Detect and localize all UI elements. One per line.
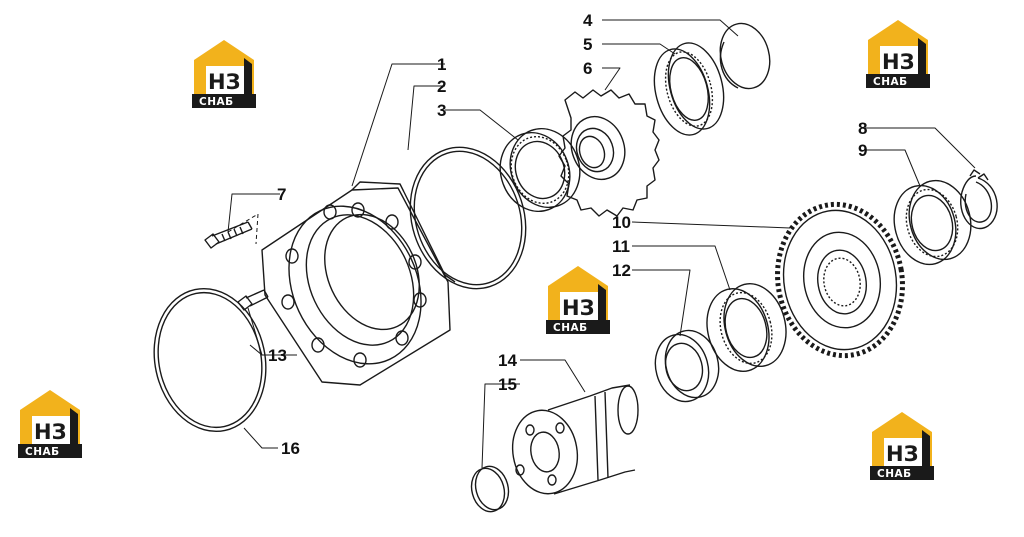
- nz-snab-logo-icon: НЗ СНАБ: [870, 412, 934, 480]
- callout-12: 12: [612, 261, 631, 280]
- logo-text: СНАБ: [877, 468, 912, 480]
- watermark-logo-2: НЗ СНАБ: [864, 18, 940, 90]
- logo-letters: НЗ: [882, 50, 915, 74]
- part-large-gear: [775, 201, 905, 359]
- leader-lines: [227, 19, 976, 469]
- logo-text: СНАБ: [199, 96, 234, 108]
- watermark-logo-1: НЗ СНАБ: [190, 38, 266, 110]
- callout-labels: 1 2 3 4 5 6 7 8 9 10 11 12 13 14 15 16: [268, 11, 867, 458]
- part-bearing-3: [499, 127, 581, 213]
- callout-8: 8: [858, 119, 867, 138]
- part-bolt-short: [237, 289, 269, 311]
- callout-10: 10: [612, 213, 631, 232]
- logo-text: СНАБ: [25, 446, 60, 458]
- part-o-ring-medium: [409, 146, 527, 290]
- nz-snab-logo-icon: НЗ СНАБ: [866, 20, 930, 88]
- callout-3: 3: [437, 101, 446, 120]
- logo-letters: НЗ: [562, 296, 595, 320]
- part-housing-flange: [261, 181, 456, 386]
- part-small-ring: [470, 465, 510, 513]
- part-gear-hub: [558, 89, 660, 217]
- callout-4: 4: [583, 11, 593, 30]
- logo-letters: НЗ: [208, 70, 241, 94]
- nz-snab-logo-icon: НЗ СНАБ: [546, 266, 610, 334]
- callout-6: 6: [583, 59, 592, 78]
- part-cap: [719, 22, 771, 90]
- callout-9: 9: [858, 141, 867, 160]
- logo-letters: НЗ: [886, 442, 919, 466]
- callout-2: 2: [437, 77, 446, 96]
- watermark-logo-5: НЗ СНАБ: [868, 410, 944, 482]
- callout-7: 7: [277, 185, 286, 204]
- part-seal: [654, 329, 720, 403]
- callout-1: 1: [437, 55, 446, 74]
- callout-11: 11: [612, 237, 630, 256]
- callout-15: 15: [498, 375, 517, 394]
- watermark-logo-3: НЗ СНАБ: [544, 264, 620, 336]
- callout-5: 5: [583, 35, 592, 54]
- part-shaft-flange: [511, 384, 639, 495]
- callout-14: 14: [498, 351, 517, 370]
- part-bearing-9: [893, 179, 972, 266]
- part-bearing-5: [653, 42, 725, 136]
- logo-letters: НЗ: [34, 420, 67, 444]
- watermark-logo-4: НЗ СНАБ: [16, 388, 92, 460]
- logo-text: СНАБ: [873, 76, 908, 88]
- part-bolt-long: [204, 221, 253, 249]
- callout-16: 16: [281, 439, 300, 458]
- logo-text: СНАБ: [553, 322, 588, 334]
- part-bearing-11: [706, 282, 787, 373]
- nz-snab-logo-icon: НЗ СНАБ: [192, 40, 256, 108]
- part-circlip: [960, 169, 998, 229]
- callout-13: 13: [268, 346, 287, 365]
- nz-snab-logo-icon: НЗ СНАБ: [18, 390, 82, 458]
